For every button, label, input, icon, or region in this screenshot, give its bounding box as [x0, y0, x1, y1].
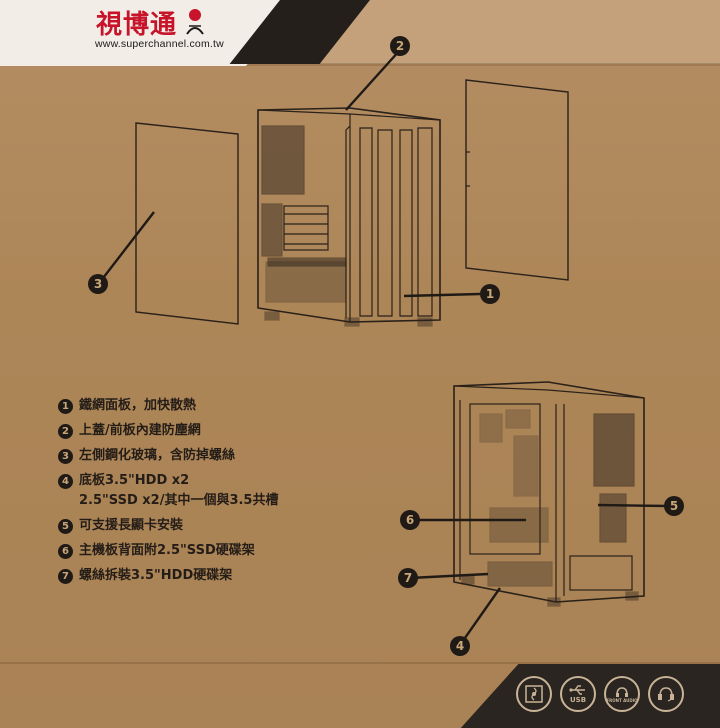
feature-number: 5	[58, 519, 73, 534]
feature-text: 主機板背面附2.5"SSD硬碟架	[79, 543, 255, 558]
case-top-view	[257, 107, 441, 327]
right-side-panel	[465, 79, 569, 281]
feature-text: 底板3.5"HDD x2	[79, 473, 190, 488]
feature-text: 鐵網面板，加快散熱	[79, 398, 197, 413]
port-icon-row: USB FRONT AUDIO	[516, 676, 684, 712]
feature-text: 可支援長顯卡安裝	[79, 518, 184, 533]
feature-item: 5 可支援長顯卡安裝	[58, 518, 358, 534]
box-crease-bottom	[0, 662, 720, 664]
callout-4: 4	[450, 636, 470, 656]
box-crease-top	[0, 64, 720, 66]
headset-icon	[648, 676, 684, 712]
audio-label: FRONT AUDIO	[606, 697, 638, 703]
feature-item: 7 螺絲拆裝3.5"HDD硬碟架	[58, 568, 358, 584]
feature-number: 1	[58, 399, 73, 414]
callout-6: 6	[400, 510, 420, 530]
feature-number: 6	[58, 544, 73, 559]
feature-item: 3 左側鋼化玻璃，含防掉螺絲	[58, 448, 358, 464]
feature-text: 螺絲拆裝3.5"HDD硬碟架	[79, 568, 233, 583]
usb-label: USB	[569, 696, 587, 704]
feature-number: 2	[58, 424, 73, 439]
feature-item: 2 上蓋/前板內建防塵網	[58, 423, 358, 439]
glass-panel	[135, 122, 239, 325]
callout-5: 5	[664, 496, 684, 516]
fan-icon	[516, 676, 552, 712]
brand-url: www.superchannel.com.tw	[95, 38, 224, 50]
audio-icon: FRONT AUDIO	[604, 676, 640, 712]
brand-mascot-icon	[186, 9, 204, 35]
feature-item: 6 主機板背面附2.5"SSD硬碟架	[58, 543, 358, 559]
feature-number: 7	[58, 569, 73, 584]
feature-item: 4 底板3.5"HDD x2 2.5"SSD x2/其中一個與3.5共槽	[58, 473, 358, 509]
callout-2: 2	[390, 36, 410, 56]
feature-item: 1 鐵網面板，加快散熱	[58, 398, 358, 414]
feature-text: 上蓋/前板內建防塵網	[79, 423, 201, 438]
feature-text: 左側鋼化玻璃，含防掉螺絲	[79, 448, 236, 463]
callout-1: 1	[480, 284, 500, 304]
feature-number: 3	[58, 449, 73, 464]
brand-name: 視博通	[96, 10, 178, 40]
feature-number: 4	[58, 474, 73, 489]
callout-3: 3	[88, 274, 108, 294]
callout-7: 7	[398, 568, 418, 588]
case-bottom-view	[453, 381, 645, 607]
feature-subtext: 2.5"SSD x2/其中一個與3.5共槽	[79, 493, 279, 508]
usb-icon: USB	[560, 676, 596, 712]
feature-list: 1 鐵網面板，加快散熱 2 上蓋/前板內建防塵網 3 左側鋼化玻璃，含防掉螺絲 …	[58, 398, 358, 593]
